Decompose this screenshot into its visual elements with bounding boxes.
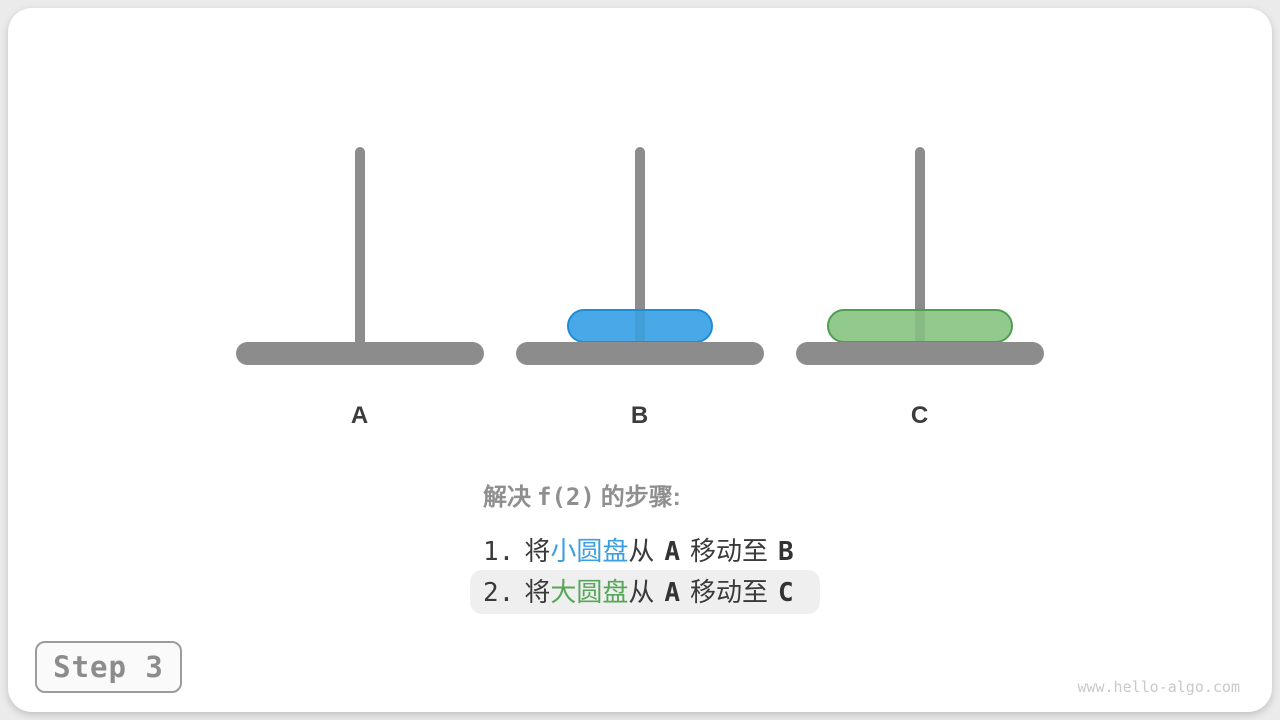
step-1-move-word: 移动至: [690, 536, 769, 566]
peg-c-base: [796, 342, 1044, 365]
peg-a-base: [236, 342, 484, 365]
step-1-from-word: 从: [628, 536, 655, 566]
peg-c-pole: [915, 147, 925, 352]
step-2-to-peg: C: [778, 578, 794, 608]
peg-b-base: [516, 342, 764, 365]
step-2-from-peg: A: [664, 578, 681, 608]
step-1-number: 1.: [483, 537, 515, 567]
peg-b-label: B: [630, 402, 650, 429]
step-1-disk-word: 小圆盘: [550, 536, 629, 566]
peg-a-pole: [355, 147, 365, 352]
step-2-verb: 将: [524, 577, 551, 607]
step-2-from-word: 从: [628, 577, 655, 607]
peg-c-label: C: [910, 402, 930, 429]
step-1-from-peg: A: [664, 537, 681, 567]
step-2-move-word: 移动至: [690, 577, 769, 607]
step-1-to-peg: B: [778, 537, 794, 567]
peg-a-label: A: [350, 402, 370, 429]
heading-post: 的步骤:: [600, 484, 681, 511]
large-disk: [827, 309, 1013, 343]
heading-function: f(2): [537, 483, 595, 511]
step-1-verb: 将: [524, 536, 551, 566]
site-watermark: www.hello-algo.com: [1077, 678, 1240, 696]
heading-pre: 解决: [483, 484, 531, 511]
step-2-disk-word: 大圆盘: [550, 577, 629, 607]
step-counter-badge: Step 3: [35, 641, 182, 693]
small-disk: [567, 309, 713, 343]
step-2-number: 2.: [483, 578, 515, 608]
peg-b-pole: [635, 147, 645, 352]
